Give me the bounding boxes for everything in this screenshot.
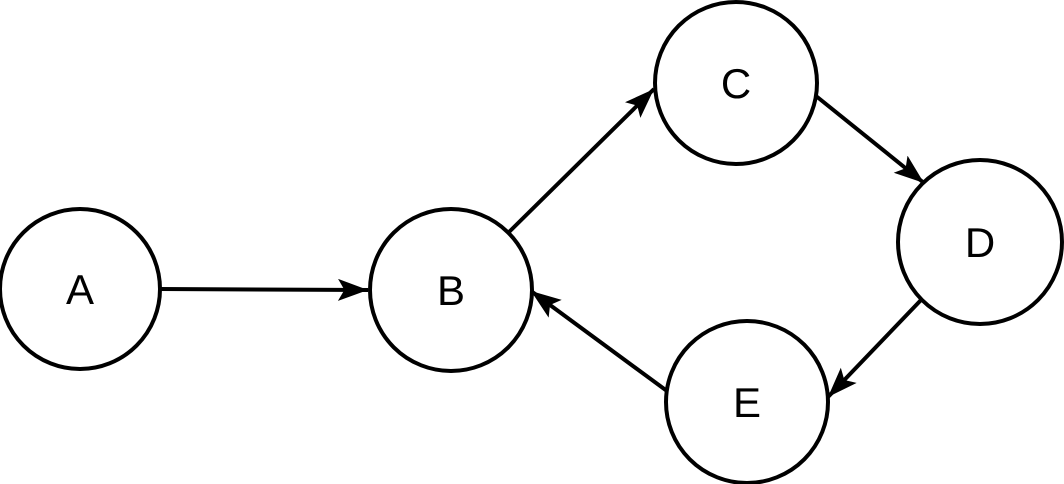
node-A: A <box>0 207 162 371</box>
node-E: E <box>664 319 830 484</box>
node-B: B <box>368 207 534 373</box>
edge-C-D <box>814 94 926 185</box>
node-B-label: B <box>437 267 465 314</box>
node-C-label: C <box>721 60 751 107</box>
node-E-circle <box>664 319 830 484</box>
edge-A-B <box>159 278 369 301</box>
node-E-label: E <box>733 379 761 426</box>
node-A-label: A <box>66 266 94 313</box>
edges-layer <box>159 87 926 399</box>
node-D: D <box>896 158 1064 326</box>
node-C: C <box>653 0 819 166</box>
node-B-circle <box>368 207 534 373</box>
node-D-label: D <box>965 219 995 266</box>
edge-D-E <box>826 298 923 399</box>
edge-B-C <box>506 87 656 235</box>
edge-E-B <box>529 289 669 393</box>
node-D-circle <box>896 158 1064 326</box>
node-C-circle <box>653 0 819 166</box>
node-A-circle <box>0 207 162 371</box>
